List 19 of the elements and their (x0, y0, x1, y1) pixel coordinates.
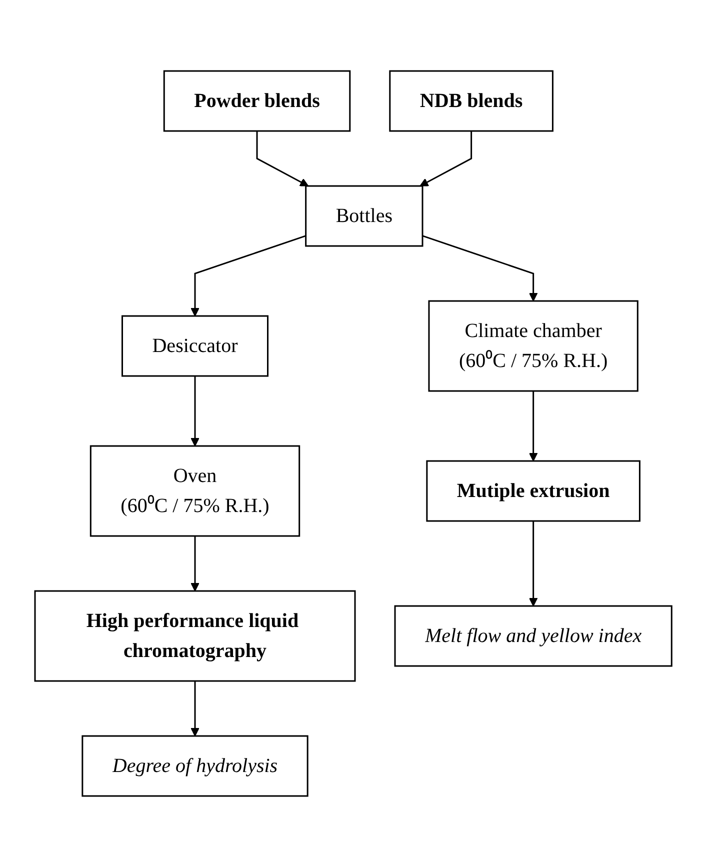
node-box: Bottles (304, 185, 423, 247)
arrow (256, 131, 308, 186)
arrow (419, 131, 472, 186)
node-box: Oven (60⁰C / 75% R.H.) (90, 445, 300, 537)
node-box: Degree of hydrolysis (81, 735, 308, 797)
node-box: Climate chamber (60⁰C / 75% R.H.) (428, 300, 638, 392)
arrow (190, 235, 306, 316)
node-box: Desiccator (121, 315, 268, 377)
node-box: High performance liquid chromatography (34, 590, 356, 682)
node-box: Mutiple extrusion (426, 460, 640, 522)
arrow (190, 536, 200, 592)
arrow (422, 235, 538, 302)
node-box: Powder blends (163, 70, 350, 132)
node-box: NDB blends (388, 70, 554, 132)
arrow (528, 391, 538, 462)
arrow (528, 521, 538, 606)
node-box: Melt flow and yellow index (394, 605, 672, 667)
arrow (190, 376, 200, 446)
arrow (190, 681, 200, 736)
